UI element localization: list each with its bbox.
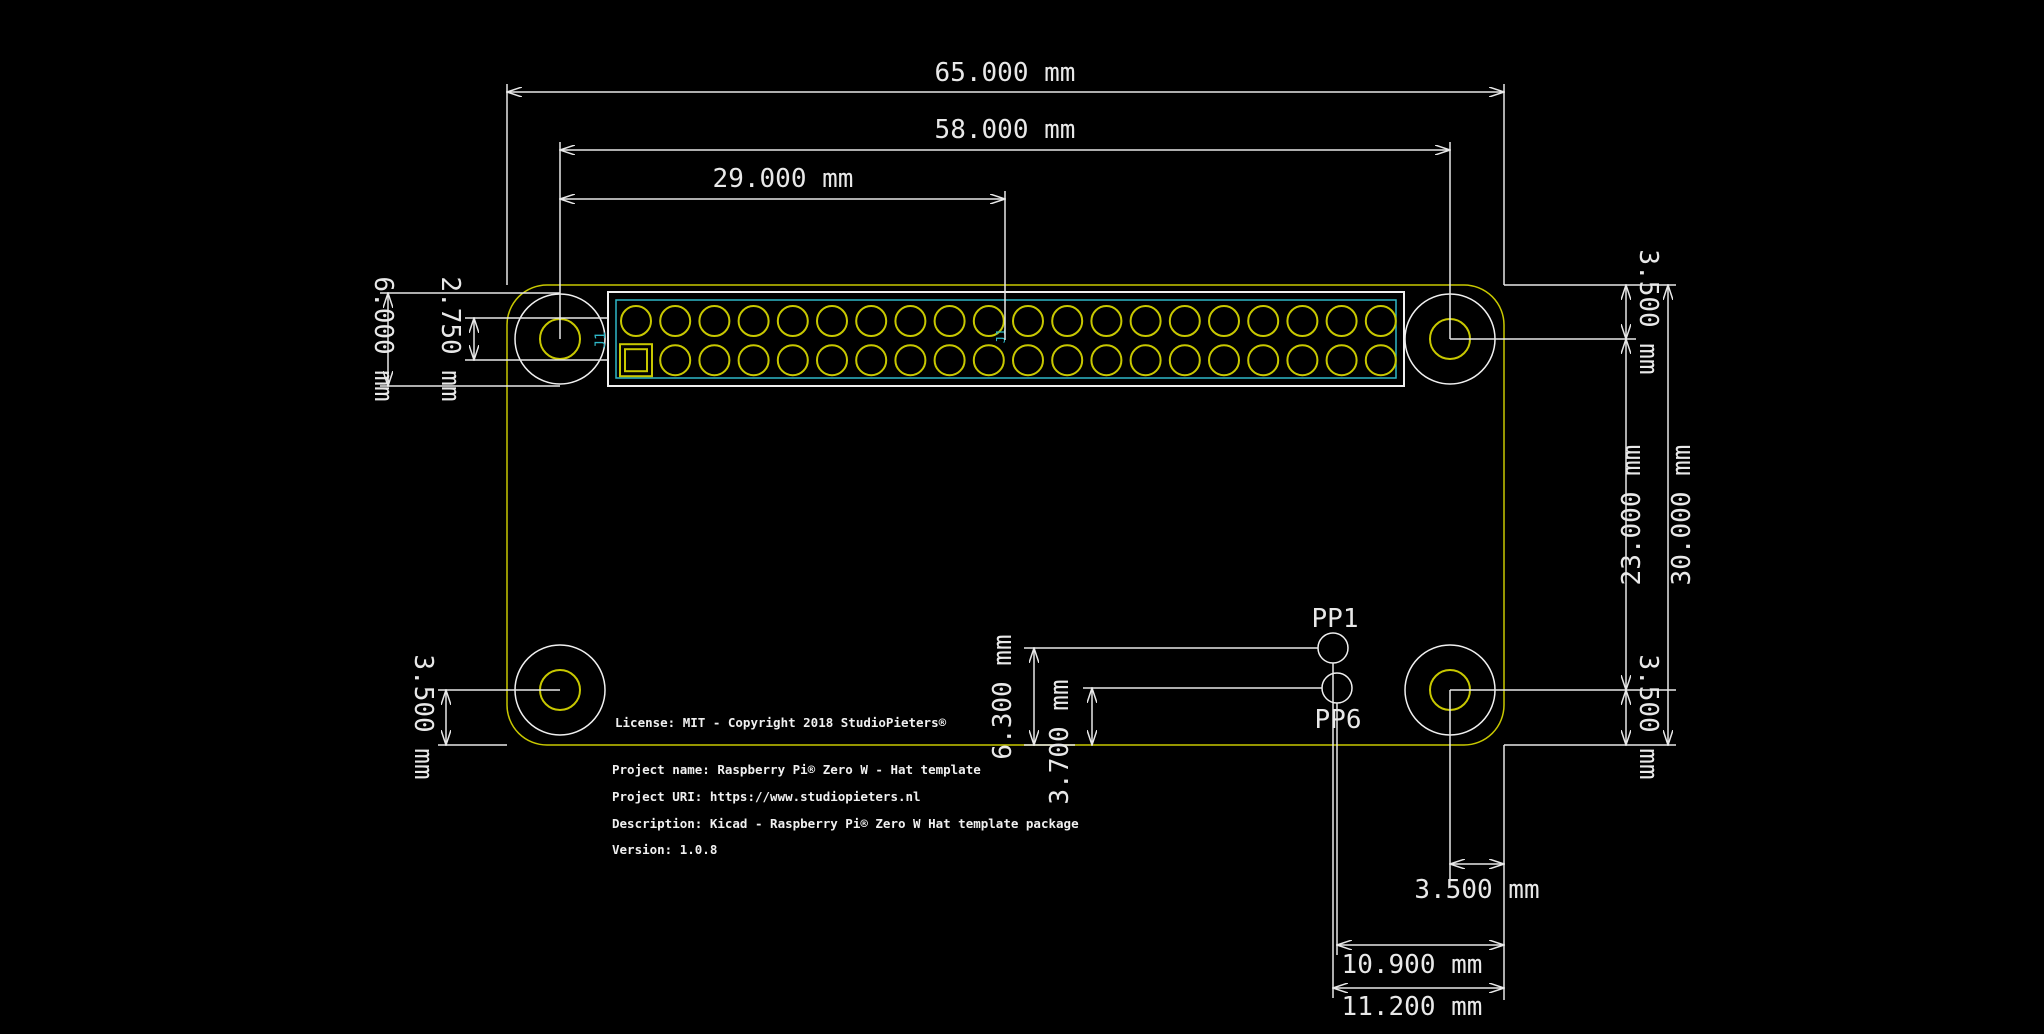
dimension-right-3-5mm-top: 3.500 mm [1450, 249, 1676, 375]
header-pad [1247, 305, 1280, 337]
header-pad [1090, 305, 1123, 337]
header-pad [933, 305, 966, 337]
board-info: License: MIT - Copyright 2018 StudioPiet… [612, 715, 1079, 857]
dim-right-30-text: 30.000 mm [1667, 445, 1697, 586]
header-pad [659, 344, 692, 377]
dimension-left-6mm: 6.000 mm [368, 276, 560, 402]
dimension-left-2-75mm: 2.750 mm [435, 276, 608, 402]
header-pad [620, 305, 652, 337]
header-pad [737, 305, 770, 337]
header-pad [894, 305, 927, 337]
header-pad [816, 344, 848, 377]
header-pad [698, 344, 731, 377]
header-pad [1012, 344, 1044, 377]
dim-left-3-5-text: 3.500 mm [408, 654, 438, 779]
dim-right-23-text: 23.000 mm [1617, 445, 1647, 586]
header-pad [855, 305, 888, 337]
pp6-label: PP6 [1315, 705, 1362, 735]
dimension-65mm: 65.000 mm [507, 58, 1504, 285]
gpio-header-j1: J1 J1 [593, 291, 1405, 387]
dim-58-text: 58.000 mm [935, 115, 1076, 145]
dimension-right-30mm: 30.000 mm [1504, 285, 1697, 745]
header-pad [698, 305, 731, 337]
header-pad [1168, 344, 1201, 377]
j1-ref-label: J1 [593, 332, 609, 349]
dim-bottom-3-5-text: 3.500 mm [1414, 875, 1539, 905]
dimension-29mm: 29.000 mm [560, 164, 1005, 340]
header-pad [933, 344, 966, 377]
header-pad [1168, 305, 1201, 337]
header-pad [972, 344, 1005, 377]
header-pad [1208, 305, 1240, 337]
header-pad [1129, 344, 1162, 377]
dim-65-text: 65.000 mm [935, 58, 1076, 88]
header-pad [1325, 305, 1358, 337]
header-pad [816, 305, 848, 337]
header-pad [1051, 344, 1084, 377]
j1-ref-label-2: J1 [994, 329, 1008, 343]
header-pad [894, 344, 927, 377]
header-pad [776, 344, 809, 377]
header-pad [1247, 344, 1280, 377]
header-pad [1129, 305, 1162, 337]
dimension-left-3-5mm: 3.500 mm [408, 654, 560, 780]
dimension-right-23mm: 23.000 mm [1450, 339, 1676, 690]
dimension-bottom-3-5mm: 3.500 mm [1414, 690, 1540, 1000]
header-pad [737, 344, 770, 377]
license-text: License: MIT - Copyright 2018 StudioPiet… [615, 715, 947, 730]
dimension-58mm: 58.000 mm [560, 115, 1450, 339]
header-pad [1051, 305, 1084, 337]
pad-1-square [619, 343, 653, 378]
project-name-text: Project name: Raspberry Pi® Zero W - Hat… [612, 762, 981, 777]
header-pad [1286, 305, 1319, 337]
dim-pp-3-7-text: 3.700 mm [1045, 679, 1075, 804]
header-pad [1208, 344, 1240, 377]
dimension-bottom-11-2mm: 11.200 mm [1333, 663, 1504, 1022]
header-courtyard [615, 299, 1397, 379]
version-text: Version: 1.0.8 [612, 842, 717, 857]
pp1-label: PP1 [1312, 604, 1359, 634]
header-pad [1286, 344, 1319, 377]
description-text: Description: Kicad - Raspberry Pi® Zero … [612, 816, 1079, 831]
dim-pp-6-3-text: 6.300 mm [988, 634, 1018, 759]
header-silkscreen [607, 291, 1405, 387]
dim-bottom-10-9-text: 10.900 mm [1342, 950, 1483, 980]
header-pad [1012, 305, 1044, 337]
header-pad [1364, 344, 1397, 377]
dim-left-2-75-text: 2.750 mm [435, 276, 465, 401]
dim-right-3-5-bottom-text: 3.500 mm [1633, 654, 1663, 779]
dim-right-3-5-top-text: 3.500 mm [1633, 249, 1663, 374]
test-point-pp1 [1317, 632, 1349, 664]
dimension-pp-6-3mm: 6.300 mm [988, 634, 1318, 760]
header-pad [855, 344, 888, 377]
dimension-right-3-5mm-bottom: 3.500 mm [1626, 654, 1663, 780]
dimension-pp-3-7mm: 3.700 mm [1045, 679, 1322, 805]
header-pad [659, 305, 692, 337]
dimension-bottom-10-9mm: 10.900 mm [1337, 703, 1504, 980]
project-uri-text: Project URI: https://www.studiopieters.n… [612, 789, 921, 804]
header-pad [1325, 344, 1358, 377]
header-pads [619, 305, 1397, 378]
header-pad [1090, 344, 1123, 377]
dim-left-6-text: 6.000 mm [368, 276, 398, 401]
dim-29-text: 29.000 mm [713, 164, 854, 194]
test-point-pp6 [1321, 672, 1353, 704]
header-pad [1364, 305, 1397, 337]
header-pad [972, 305, 1005, 337]
dim-bottom-11-2-text: 11.200 mm [1342, 992, 1483, 1022]
pad-1-inner [624, 348, 648, 373]
header-pad [776, 305, 809, 337]
